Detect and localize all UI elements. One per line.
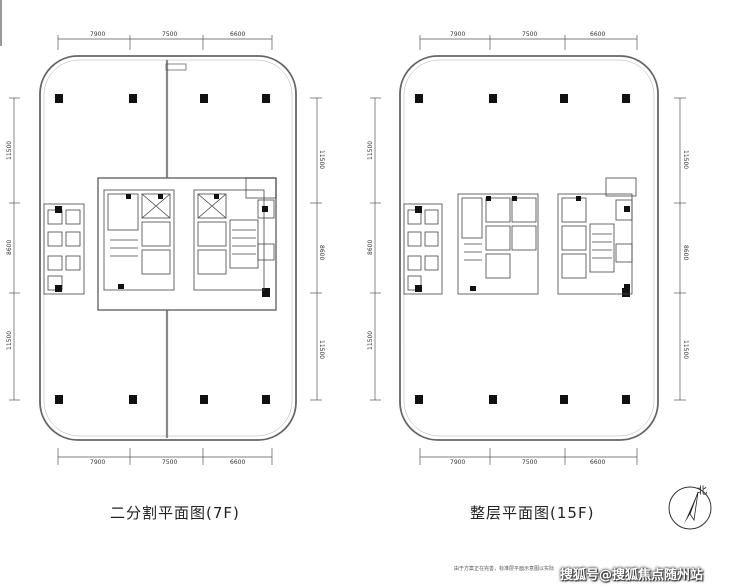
building-core <box>97 177 277 311</box>
dim-top-3: 6600 <box>230 31 245 38</box>
dim-bottom-3: 6600 <box>230 459 245 466</box>
structural-columns <box>55 94 270 404</box>
dim-left-3: 11500 <box>6 331 13 350</box>
dim-bottom-3: 6600 <box>590 459 605 466</box>
dim-right-2: 8600 <box>318 245 325 260</box>
top-dimension-line <box>57 35 273 50</box>
dim-right-2: 8600 <box>682 245 689 260</box>
structural-columns <box>415 94 630 404</box>
north-arrow-icon <box>668 486 712 530</box>
disclaimer-text: 由于方案正在完善，标准层平面示意图以实际 <box>454 566 555 572</box>
left-edge-bar <box>0 0 2 46</box>
top-dimension-line <box>419 35 638 50</box>
dim-left-2: 8600 <box>6 240 13 255</box>
bottom-dimension-line <box>419 448 638 465</box>
building-envelope <box>399 55 659 441</box>
plan-15f: 7900 7500 6600 7900 7500 6600 11500 8600… <box>367 31 689 466</box>
dim-right-3: 11500 <box>682 340 689 359</box>
dim-top-3: 6600 <box>590 31 605 38</box>
compass-north-label: 北 <box>697 486 707 497</box>
right-dimension-line <box>310 97 322 401</box>
dim-left-1: 11500 <box>367 141 374 160</box>
dim-right-3: 11500 <box>318 340 325 359</box>
dim-top-1: 7900 <box>450 31 465 38</box>
left-dimension-line <box>370 97 381 401</box>
building-core <box>457 177 637 295</box>
plan-caption-7f: 二分割平面图(7F) <box>110 504 240 522</box>
dim-right-1: 11500 <box>318 150 325 169</box>
watermark-text: 搜狐号@搜狐焦点随州站 <box>560 568 704 583</box>
dim-left-1: 11500 <box>6 141 13 160</box>
dim-top-1: 7900 <box>90 31 105 38</box>
plan-caption-15f: 整层平面图(15F) <box>470 504 595 522</box>
left-dimension-line <box>9 97 20 401</box>
side-toilet-block <box>43 203 85 295</box>
dim-top-2: 7500 <box>522 31 537 38</box>
dim-left-3: 11500 <box>367 331 374 350</box>
dim-right-1: 11500 <box>682 150 689 169</box>
plan-7f: 7900 7500 6600 7900 7500 6600 11500 8600… <box>6 31 325 466</box>
dim-bottom-2: 7500 <box>522 459 537 466</box>
dim-left-2: 8600 <box>367 240 374 255</box>
side-toilet-block <box>403 203 443 295</box>
dim-top-2: 7500 <box>162 31 177 38</box>
dim-bottom-2: 7500 <box>162 459 177 466</box>
dim-bottom-1: 7900 <box>450 459 465 466</box>
dim-bottom-1: 7900 <box>90 459 105 466</box>
bottom-dimension-line <box>57 448 273 465</box>
right-dimension-line <box>674 97 686 401</box>
